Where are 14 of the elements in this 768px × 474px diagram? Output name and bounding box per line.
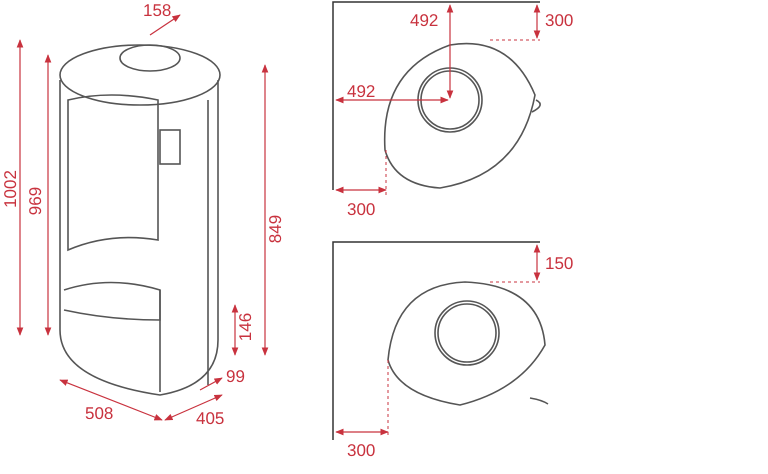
dimension-label: 508 (85, 405, 114, 423)
dimension-label: 99 (226, 368, 245, 386)
dimension-label: 150 (545, 255, 574, 273)
dimension-label: 492 (410, 12, 438, 30)
dimension-label: 492 (347, 83, 376, 101)
dimension-label: 849 (267, 214, 286, 244)
dimension-label: 300 (545, 12, 574, 30)
dimension-label: 1002 (2, 170, 20, 208)
dimension-label: 969 (27, 186, 46, 216)
dimension-label: 300 (347, 201, 376, 219)
dimension-label: 158 (143, 2, 172, 20)
dimension-label: 146 (237, 312, 256, 342)
dimension-label: 405 (196, 410, 224, 428)
dimension-label: 300 (347, 442, 376, 460)
